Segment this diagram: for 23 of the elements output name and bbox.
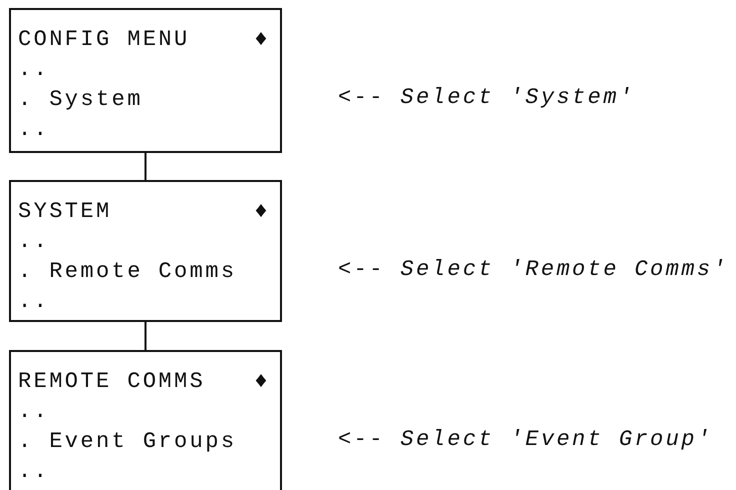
ellipsis-row-text: ..: [18, 228, 50, 256]
ellipsis-row-text: ..: [18, 288, 50, 316]
instruction-note: <-- Select 'System': [338, 84, 634, 112]
menu-item: . System: [18, 86, 143, 114]
scroll-indicator-icon: ♦: [254, 197, 270, 227]
instruction-note: <-- Select 'Remote Comms': [338, 256, 728, 284]
scroll-indicator-icon: ♦: [254, 367, 270, 397]
scroll-indicator-icon: ♦: [254, 25, 270, 55]
menu-screen-box: [9, 180, 282, 322]
menu-title: REMOTE COMMS: [18, 368, 206, 396]
menu-title: SYSTEM: [18, 198, 112, 226]
menu-item: . Event Groups: [18, 428, 236, 456]
menu-title: CONFIG MENU: [18, 26, 190, 54]
instruction-note: <-- Select 'Event Group': [338, 426, 712, 454]
menu-item: . Remote Comms: [18, 258, 236, 286]
ellipsis-row-text: ..: [18, 458, 50, 486]
ellipsis-row-text: ..: [18, 398, 50, 426]
menu-screen-box: [9, 350, 282, 490]
menu-screen-box: [9, 8, 282, 153]
connector-line: [144, 322, 146, 350]
ellipsis-row-text: ..: [18, 56, 50, 84]
ellipsis-row-text: ..: [18, 116, 50, 144]
connector-line: [144, 153, 146, 180]
